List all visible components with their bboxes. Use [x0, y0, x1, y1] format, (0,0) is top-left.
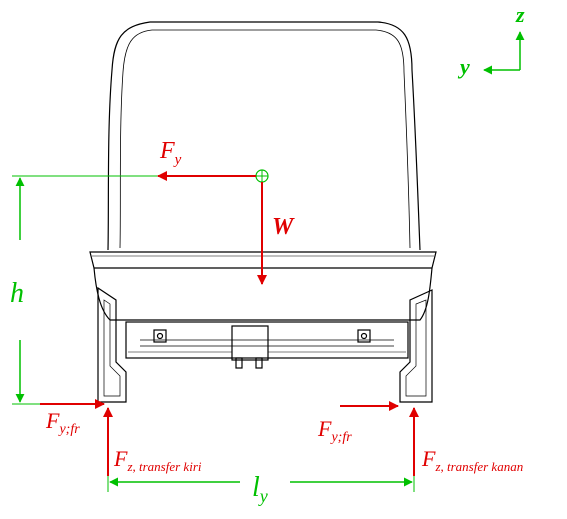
weight-label: W	[272, 214, 295, 240]
lower-body	[93, 267, 433, 321]
y-axis-label: y	[457, 54, 470, 79]
ly-dimension-label: ly	[252, 472, 268, 506]
z-axis-label: z	[515, 2, 525, 27]
fz-right-label: Fz, transfer kanan	[421, 446, 523, 474]
differential	[231, 325, 269, 361]
fz-left-label: Fz, transfer kiri	[113, 446, 202, 474]
height-dimension: h	[10, 175, 266, 405]
coordinate-axes: z y	[457, 2, 525, 79]
right-wheel-housing	[399, 289, 433, 403]
track-width-dimension: ly	[107, 442, 415, 506]
cab-outline	[107, 21, 421, 251]
fy-label: Fy	[159, 138, 182, 168]
center-of-gravity-marker	[255, 169, 269, 183]
forces: Fy W Fy;fr Fy;fr Fz, transfer kiri Fz, t…	[40, 138, 523, 476]
fyfr-left-label: Fy;fr	[45, 408, 80, 437]
fyfr-right-label: Fy;fr	[317, 416, 352, 445]
cab-inner-outline	[119, 29, 411, 249]
left-wheel-housing	[97, 286, 127, 403]
h-dimension-label: h	[10, 278, 24, 309]
